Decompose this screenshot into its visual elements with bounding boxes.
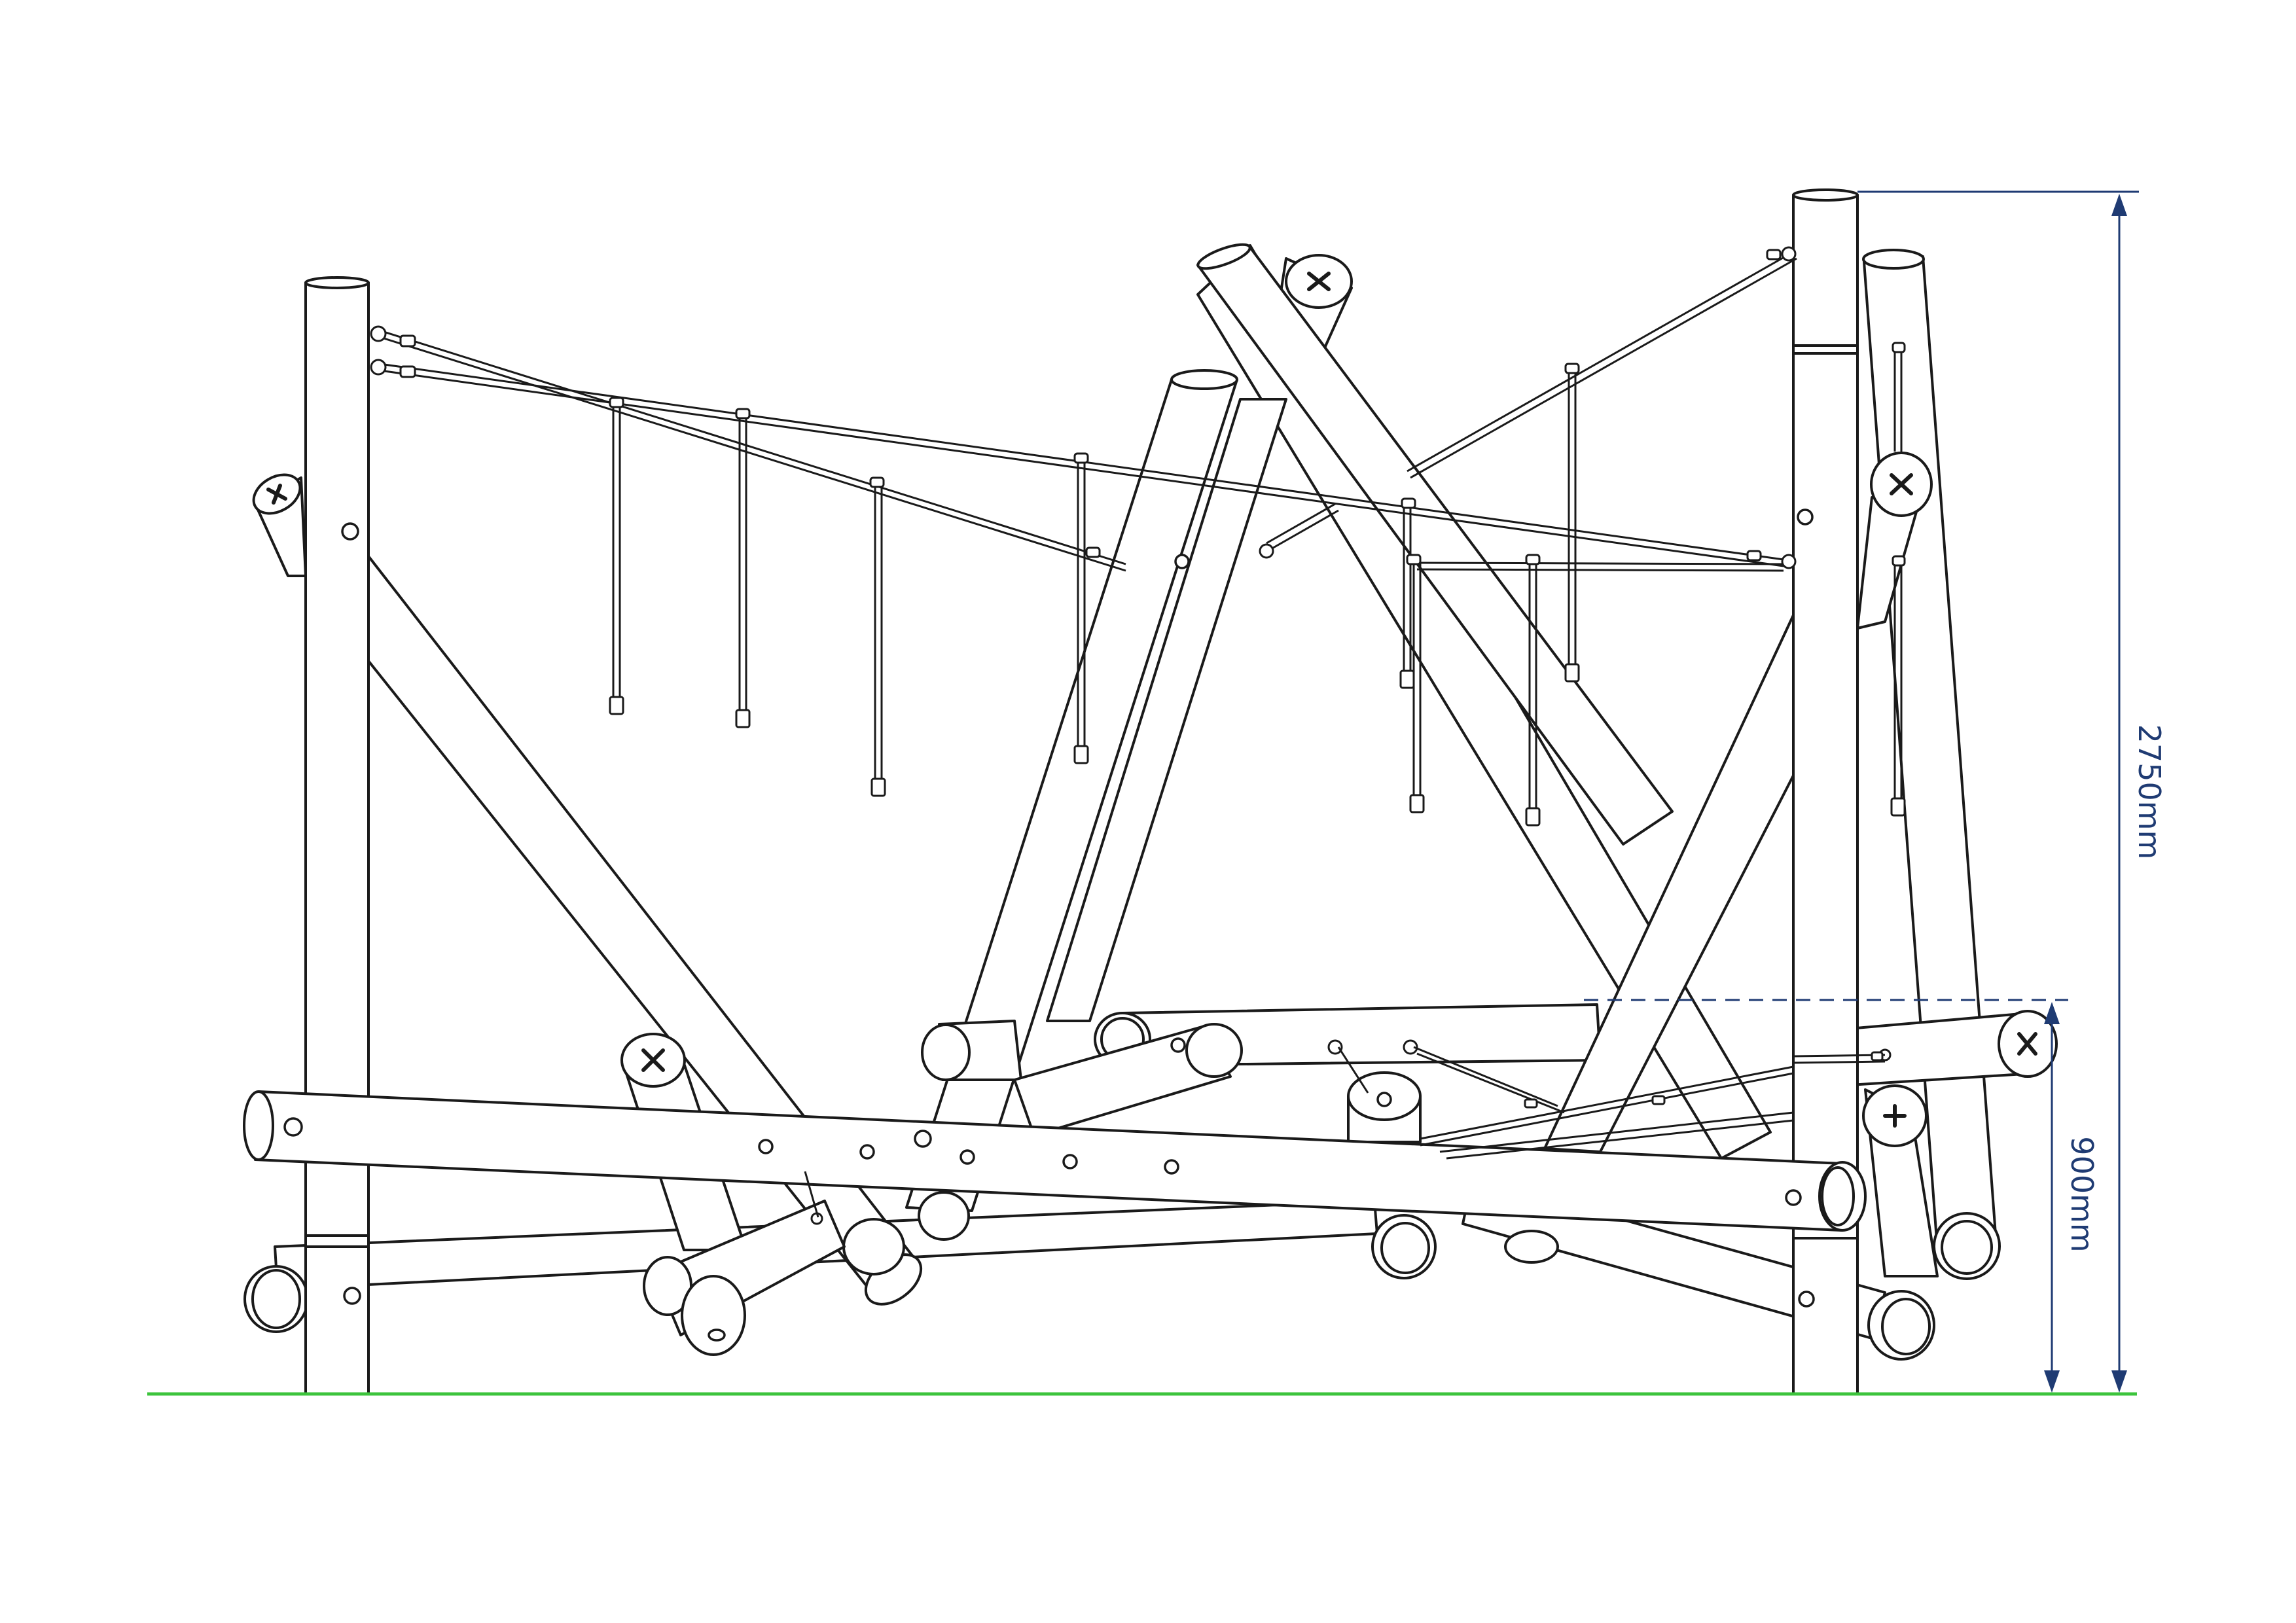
bolt-hole [1164, 1159, 1179, 1175]
right-lower-capped [1862, 1084, 1939, 1277]
log-left-diagonal [367, 555, 914, 1300]
log-end [918, 1191, 970, 1241]
log-end [1792, 188, 1859, 202]
bolt-hole [343, 1287, 361, 1305]
log-end [1196, 243, 1251, 270]
log-end [251, 1269, 301, 1329]
dimension-platform-height: 900mm [1584, 999, 2100, 1393]
bolt-hole [960, 1149, 975, 1165]
arrow-down-icon [2044, 1370, 2060, 1393]
cross-bolt-icon [641, 1048, 665, 1072]
log-end [1380, 1222, 1430, 1274]
log-end [681, 1275, 746, 1356]
bolt-hole [283, 1117, 303, 1137]
cross-bolt-icon [1307, 272, 1331, 291]
log-end [1862, 249, 1925, 270]
log-end [842, 1218, 905, 1275]
bolt-hole [914, 1130, 932, 1148]
rope-horizontal-right [1416, 568, 1784, 572]
log-end [304, 276, 370, 289]
cross-bolt-icon [1890, 473, 1913, 495]
log-end [921, 1024, 971, 1081]
log-center-short-b [1013, 1025, 1232, 1137]
rope-anchors [370, 246, 1892, 1225]
bolt-hole [1376, 1092, 1392, 1107]
rope-center-diag [1269, 509, 1339, 551]
bolt-hole [1798, 1291, 1815, 1308]
rope-clamps [399, 249, 1906, 567]
rope-horizontal-right [1416, 562, 1784, 565]
dimension-total-height: 2750mm [1857, 190, 2167, 1393]
log-end [1941, 1220, 1993, 1275]
log-end [1504, 1230, 1559, 1264]
dim-platform-height-label: 900mm [2064, 1136, 2100, 1252]
left-post-log [304, 281, 370, 1395]
hanging-ropes [612, 344, 1903, 815]
rope-top-left [379, 336, 1126, 572]
left-stub [252, 473, 307, 577]
rope-top-left [379, 329, 1126, 565]
center-platform-logs [842, 1020, 1559, 1279]
log-leaning-second [1046, 398, 1287, 1022]
bolt-hole [1062, 1154, 1078, 1169]
right-stub [1856, 452, 1933, 630]
log-end [1185, 1023, 1243, 1078]
left-diagonal [367, 555, 923, 1306]
left-post [304, 276, 370, 1395]
bolt-hole [341, 522, 359, 541]
top-diagonals [905, 243, 1674, 1212]
rope-top-right [1410, 257, 1797, 479]
log-end [1821, 1166, 1855, 1226]
bolt-hole [1797, 508, 1814, 526]
arrow-up-icon [2111, 194, 2127, 216]
bolt-hole [1170, 1037, 1186, 1053]
arrow-up-icon [2044, 1002, 2060, 1024]
bolt-hole [859, 1144, 875, 1160]
rope-top-right [1407, 251, 1794, 473]
log-end [1881, 1298, 1931, 1355]
rope-ends [609, 663, 1906, 827]
ropes [370, 246, 1906, 1225]
arrow-down-icon [2111, 1370, 2127, 1393]
cross-bolt-icon [2017, 1032, 2037, 1056]
log-end [243, 1090, 274, 1161]
lower-ropes [804, 1046, 1886, 1218]
rope-long-span [379, 369, 1784, 567]
log-end [1170, 369, 1238, 390]
bolt-hole [708, 1329, 726, 1342]
bolt-hole [1174, 554, 1190, 569]
cross-bolt-icon [272, 484, 282, 505]
rope-center-diag [1266, 503, 1336, 544]
front-main-log [243, 1090, 1867, 1232]
bolt-hole [1785, 1189, 1802, 1206]
bolt-hole [758, 1139, 774, 1154]
dim-total-height-label: 2750mm [2132, 724, 2167, 860]
